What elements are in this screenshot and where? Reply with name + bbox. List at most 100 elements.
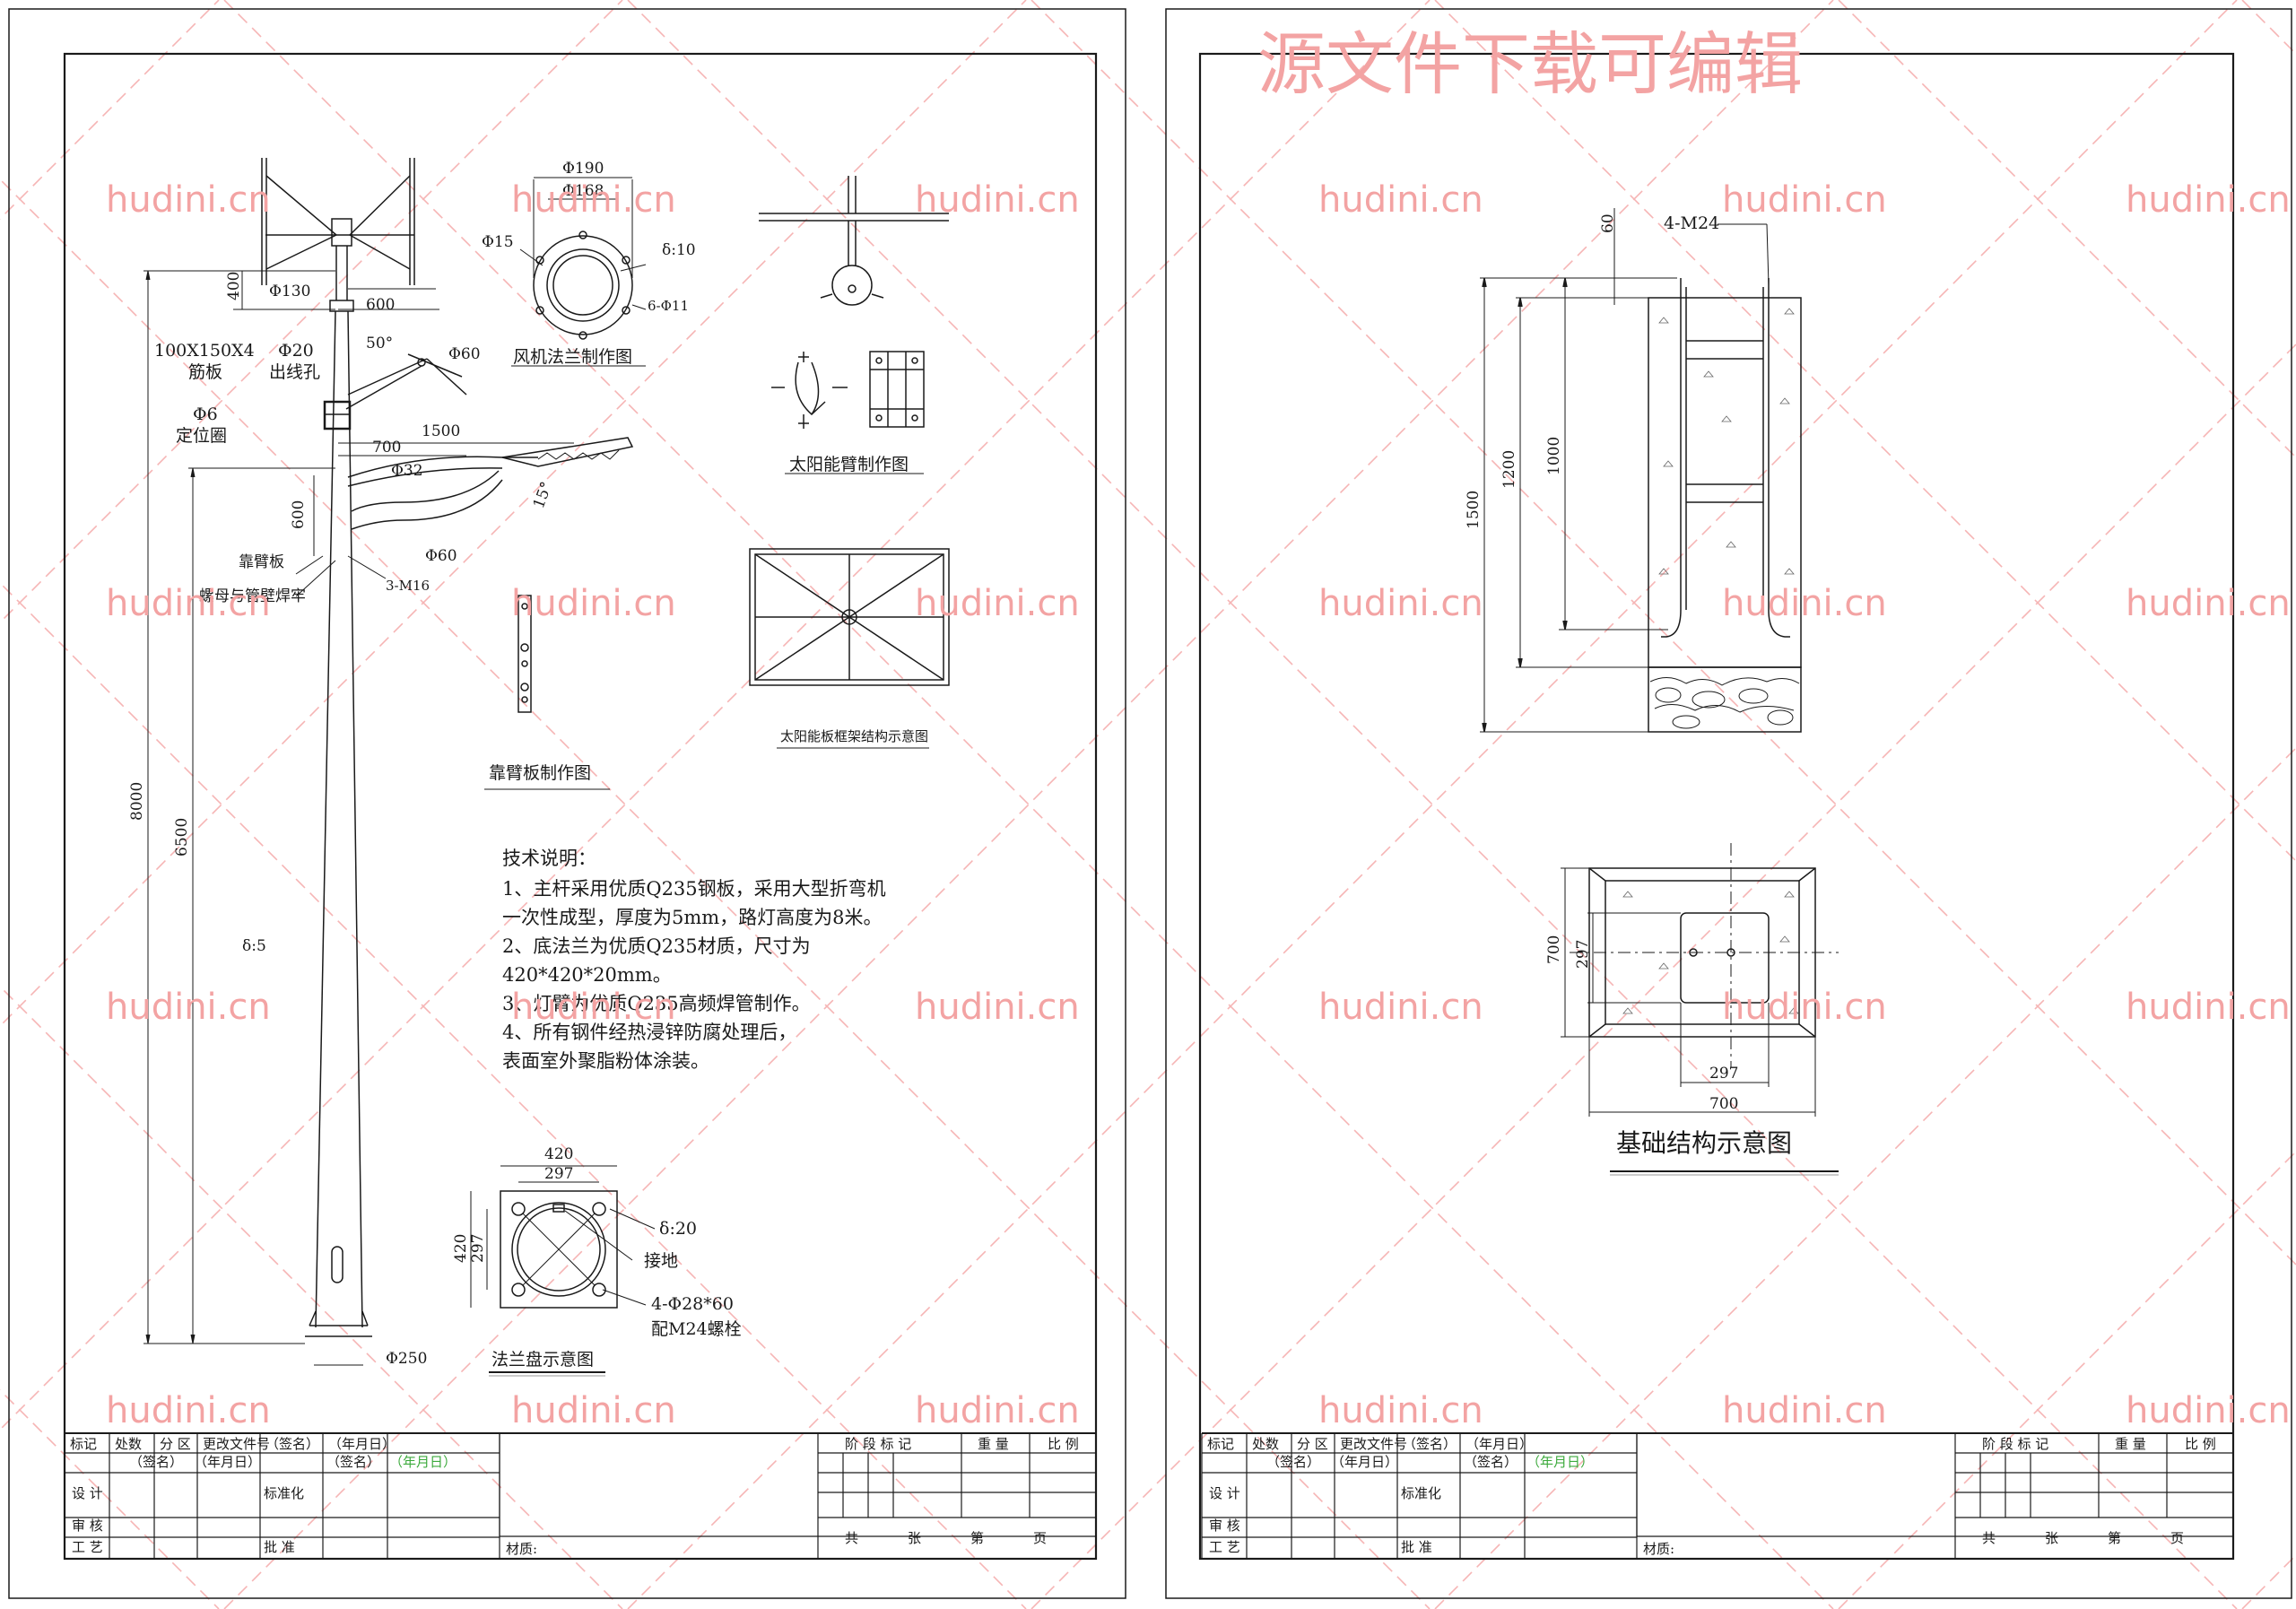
foundation-plan-title: 基础结构示意图	[1616, 1128, 1792, 1158]
flange-bolts: 配M24螺栓	[651, 1319, 742, 1339]
hatch-line	[2241, 0, 2296, 56]
dim-1500: 1500	[422, 422, 460, 440]
title-block-right: 标记处数分 区更改文件号（签名）（年月日）设 计（签名）（年月日）标准化（签名）…	[1201, 1432, 2233, 1559]
foundation-dim-60: 60	[1599, 213, 1617, 233]
flange-dim-297-top: 297	[544, 1165, 573, 1183]
tech-note-line: 4、所有钢件经热浸锌防腐处理后，	[502, 1022, 796, 1043]
title-block-text: 页	[1033, 1530, 1047, 1546]
title-block-text: （签名）	[129, 1454, 183, 1470]
dim-130: Φ130	[269, 283, 310, 300]
solar-arm-title: 太阳能臂制作图	[789, 455, 909, 474]
title-block-text: 标记	[70, 1436, 97, 1452]
dim-8000: 8000	[128, 782, 146, 821]
top-watermark: 源文件下载可编辑	[1257, 24, 1803, 104]
dim-600-arm: 600	[366, 296, 395, 314]
title-block-text: 比 例	[2185, 1436, 2216, 1452]
title-block-text: 阶 段 标 记	[845, 1436, 911, 1452]
watermark-text: hudini.cn	[511, 987, 676, 1028]
flange-ground: 接地	[644, 1251, 678, 1271]
watermark-layer: hudini.cn hudini.cn hudini.cn hudini.cn hudi…	[106, 179, 2291, 1431]
hatch-line	[1434, 0, 2296, 863]
wind-flange-holes: 6-Φ11	[648, 298, 689, 314]
pole-elevation-drawing	[261, 158, 634, 1337]
dim-400: 400	[225, 272, 243, 300]
watermark-text: hudini.cn	[1318, 179, 1483, 221]
hatch-line	[627, 0, 2238, 1609]
flange-plate-labels: 420 297 420 297 δ:20 接地 4-Φ28*60 配M24螺栓 …	[452, 1145, 742, 1370]
title-block-text: 工 艺	[1209, 1539, 1240, 1555]
title-block-text: 重 量	[2115, 1436, 2146, 1452]
bolt-weld-note: 螺母与管壁焊牢	[199, 587, 306, 605]
foundation-labels: 60 4-M24 1500 1200 1000	[1465, 213, 1719, 529]
left-sheet-outer-border	[8, 8, 1126, 1599]
pole-labels: 400 Φ130 600 50° Φ60 100X150X4 筋板 Φ20 出线…	[128, 272, 556, 1368]
title-block-text: （年月日）	[1465, 1436, 1533, 1452]
flange-thickness: δ:20	[659, 1219, 697, 1239]
technical-notes: 技术说明： 1、主杆采用优质Q235钢板，采用大型折弯机 一次性成型，厚度为5m…	[502, 848, 886, 1072]
hatch-line	[0, 178, 1431, 1609]
solar-frame-drawing	[749, 548, 950, 749]
title-block-text: 更改文件号	[1340, 1436, 1407, 1452]
watermark-text: hudini.cn	[511, 1390, 676, 1431]
right-sheet-outer-border	[1165, 8, 2292, 1599]
tech-note-line: 3、灯臂为优质Q235高频焊管制作。	[502, 993, 811, 1014]
watermark-text: hudini.cn	[1318, 1390, 1483, 1431]
title-block-text: 页	[2170, 1530, 2184, 1546]
hatch-line	[0, 581, 1027, 1609]
watermark-text: hudini.cn	[1722, 179, 1887, 221]
watermark-text: hudini.cn	[1318, 583, 1483, 624]
tech-notes-heading: 技术说明：	[502, 848, 596, 869]
title-block-left: 标记处数分 区更改文件号（签名）（年月日）设 计（签名）（年月日）标准化（签名）…	[64, 1432, 1096, 1559]
wind-flange-d190: Φ190	[562, 160, 604, 178]
title-block-text: （年月日）	[328, 1436, 396, 1452]
title-block-text: 材质:	[1643, 1541, 1674, 1557]
dim-60-wind: Φ60	[448, 345, 481, 363]
wire-hole-label: 出线孔	[269, 362, 320, 382]
title-block-text: （签名）	[326, 1454, 380, 1470]
hatch-line	[0, 0, 220, 221]
hatch-line	[1031, 343, 2296, 1609]
title-block-text: （签名）	[1266, 1454, 1320, 1470]
title-block-text: 批 准	[1401, 1539, 1432, 1555]
title-block-text: 审 核	[1209, 1518, 1240, 1534]
watermark-text: hudini.cn	[2126, 179, 2291, 221]
hatch-line	[627, 0, 2238, 1609]
flange-dim-420-top: 420	[544, 1145, 573, 1163]
title-block-text: 设 计	[1209, 1485, 1240, 1501]
title-block-text: （签名）	[1464, 1454, 1518, 1470]
base-diameter: Φ250	[386, 1350, 427, 1368]
title-block-text: 批 准	[264, 1539, 295, 1555]
title-block-text: 阶 段 标 记	[1982, 1436, 2048, 1452]
title-block-text: 第	[970, 1530, 984, 1546]
wind-flange-drawing	[511, 177, 647, 367]
locate-ring-dia: Φ6	[193, 404, 218, 424]
title-block-text: 材质:	[506, 1541, 537, 1557]
title-block-text: 标准化	[1401, 1485, 1441, 1501]
tech-note-line: 1、主杆采用优质Q235钢板，采用大型折弯机	[502, 878, 886, 900]
title-block-text: （年月日）	[1331, 1454, 1398, 1470]
title-block-text: 处数	[1252, 1436, 1279, 1452]
watermark-text: hudini.cn	[511, 583, 676, 624]
angle-50: 50°	[366, 335, 393, 352]
solar-frame-title: 太阳能板框架结构示意图	[780, 728, 928, 744]
title-block-text: （签名）	[265, 1436, 319, 1452]
right-sheet	[1165, 8, 2292, 1599]
title-block-text: 标记	[1207, 1436, 1234, 1452]
title-block-text: 张	[908, 1530, 921, 1546]
wind-flange-thickness: δ:10	[662, 241, 696, 259]
rib-plate-size: 100X150X4	[154, 341, 255, 361]
dim-60-arm: Φ60	[425, 547, 457, 565]
title-block-text: 工 艺	[72, 1539, 103, 1555]
hatch-line	[2241, 1553, 2296, 1609]
hatch-line	[0, 0, 623, 624]
dim-32: Φ32	[391, 462, 423, 480]
title-block-text: 设 计	[72, 1485, 103, 1501]
right-sheet-inner-border	[1198, 52, 2235, 1561]
rib-plate-label: 筋板	[188, 362, 222, 382]
title-block-text: 共	[1982, 1530, 1996, 1546]
plan-dim-297-side: 297	[1574, 940, 1592, 969]
watermark-text: hudini.cn	[106, 179, 271, 221]
hatch-line	[1031, 0, 2296, 1266]
watermark-text: hudini.cn	[1722, 1390, 1887, 1431]
